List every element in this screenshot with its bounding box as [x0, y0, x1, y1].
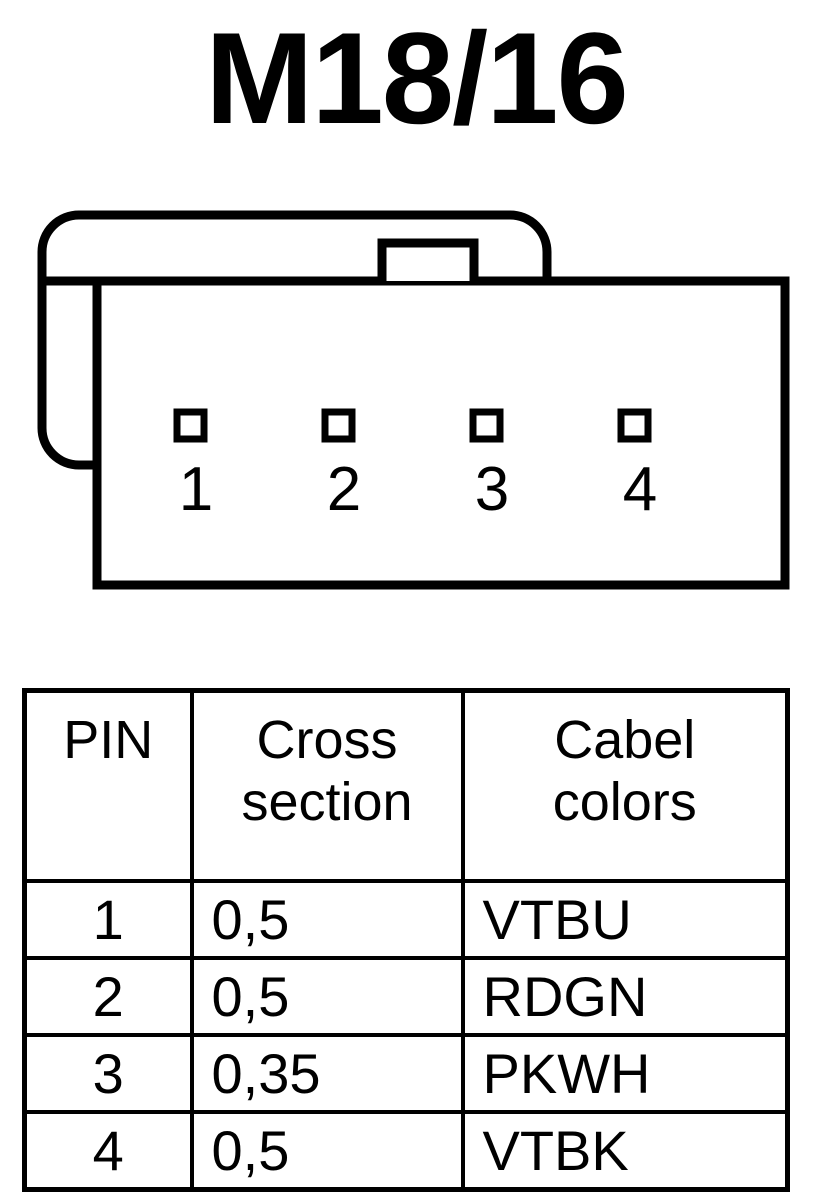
- table-row: 3 0,35 PKWH: [22, 1033, 790, 1114]
- cell-cable-colors: PKWH: [460, 1033, 790, 1114]
- column-header-cable-colors: Cabel colors: [460, 688, 790, 883]
- connector-body-outline: [92, 276, 790, 590]
- pin-cavity-3: [469, 408, 504, 443]
- pinout-table: PIN Cross section Cabel colors 1 0,5 VTB…: [22, 688, 790, 1192]
- pin-cavity-1: [173, 408, 208, 443]
- column-header-cable-colors-line2: colors: [552, 772, 697, 832]
- table-row: 1 0,5 VTBU: [22, 879, 790, 960]
- pin-number-3: 3: [475, 455, 509, 524]
- pinout-table-container: PIN Cross section Cabel colors 1 0,5 VTB…: [22, 688, 790, 1192]
- connector-shell-top-outline: [79, 210, 552, 281]
- column-header-cross-section-line2: section: [241, 772, 413, 832]
- connector-latch-notch: [377, 238, 479, 281]
- table-header-row: PIN Cross section Cabel colors: [22, 688, 790, 883]
- table-row: 4 0,5 VTBK: [22, 1110, 790, 1192]
- cell-cross-section: 0,5: [189, 956, 465, 1037]
- connector-svg: 1 2 3 4: [37, 210, 790, 590]
- pin-number-4: 4: [623, 455, 657, 524]
- cell-cable-colors: RDGN: [460, 956, 790, 1037]
- column-header-pin: PIN: [22, 688, 194, 883]
- connector-shell-left-outline: [37, 210, 97, 470]
- page-title: M18/16: [205, 5, 629, 151]
- cell-cable-colors: VTBK: [460, 1110, 790, 1192]
- column-header-cross-section-line1: Cross: [256, 710, 398, 770]
- pin-number-1: 1: [179, 455, 213, 524]
- cell-cross-section: 0,5: [189, 879, 465, 960]
- table-row: 2 0,5 RDGN: [22, 956, 790, 1037]
- cell-pin: 3: [22, 1033, 194, 1114]
- cell-cable-colors: VTBU: [460, 879, 790, 960]
- column-header-cross-section: Cross section: [189, 688, 465, 883]
- table-header: PIN Cross section Cabel colors: [22, 688, 790, 883]
- cell-pin: 4: [22, 1110, 194, 1192]
- pin-number-2: 2: [327, 455, 361, 524]
- column-header-cable-colors-line1: Cabel: [554, 710, 696, 770]
- connector-diagram: 1 2 3 4: [0, 185, 832, 615]
- cell-pin: 1: [22, 879, 194, 960]
- cell-pin: 2: [22, 956, 194, 1037]
- pin-cavity-2: [321, 408, 356, 443]
- cell-cross-section: 0,5: [189, 1110, 465, 1192]
- pin-cavity-4: [617, 408, 652, 443]
- table-body: 1 0,5 VTBU 2 0,5 RDGN 3 0,35 PKWH 4 0,5 …: [22, 879, 790, 1192]
- cell-cross-section: 0,35: [189, 1033, 465, 1114]
